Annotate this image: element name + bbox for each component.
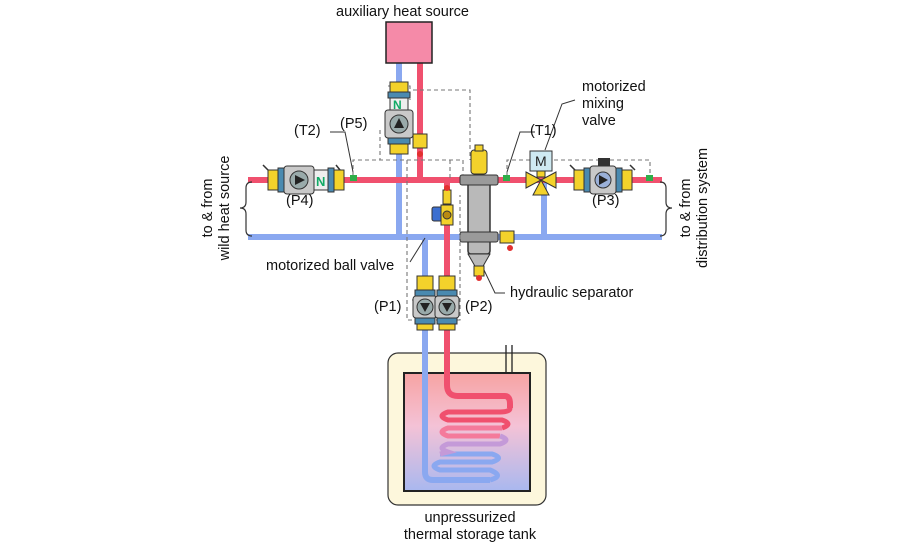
pump-p4: N [262,164,345,195]
p2-label: (P2) [465,299,493,315]
mixing-valve-label-line1: motorized [582,79,646,95]
tank-hot-pipe [444,330,513,408]
coil-hot-loops [439,407,513,457]
hydraulic-separator [459,144,499,281]
sensor-t1 [503,175,510,181]
aux-heat-source-box [385,21,433,64]
t2-label: (T2) [294,123,321,139]
separator-side-valve [499,230,515,251]
p3-label: (P3) [592,193,620,209]
valve-actuator-letter: M [535,153,547,169]
sensor-distribution [646,175,653,181]
svg-text:N: N [393,98,402,112]
tank-vent-pipe [505,345,513,373]
p5-label: (P5) [340,116,368,132]
separator-label: hydraulic separator [510,285,634,301]
wild-heat-source-label-line2: wild heat source [217,155,233,261]
coil-cold-loops [431,451,501,483]
aux-check-valve [412,133,428,157]
ball-valve-label: motorized ball valve [266,258,395,274]
pump-p5: N [384,81,414,155]
brackets [239,181,673,237]
aux-heat-source-label: auxiliary heat source [336,4,469,20]
motorized-mixing-valve: M [525,150,557,196]
pump-p1 [412,275,438,331]
p4-label: (P4) [286,193,314,209]
wild-heat-source-label: to & from wild heat source [200,143,234,273]
sensor-t2 [350,175,357,181]
mixing-valve-label-line2: mixing [582,96,624,112]
mixing-valve-label: motorized mixing valve [582,79,646,130]
distribution-system-label-line1: to & from [678,178,694,238]
leader-lines [330,99,576,294]
motorized-ball-valve [431,185,454,226]
wild-heat-source-label-line1: to & from [200,178,216,238]
tank-label: unpressurized thermal storage tank [370,510,570,544]
tank-label-line2: thermal storage tank [403,527,537,543]
distribution-system-label-line2: distribution system [695,147,711,269]
wild-source-bracket [239,181,253,237]
tank-label-line1: unpressurized [424,510,516,526]
p1-label: (P1) [374,299,402,315]
t1-label: (T1) [530,123,557,139]
pump-p2 [434,275,460,331]
pump-p3 [569,158,636,195]
mixing-valve-label-line3: valve [582,113,616,129]
distribution-system-label: to & from distribution system [678,133,712,283]
distribution-bracket [659,181,673,237]
tank-cold-pipe [422,330,490,483]
svg-text:N: N [316,174,325,189]
control-wiring [352,85,651,321]
